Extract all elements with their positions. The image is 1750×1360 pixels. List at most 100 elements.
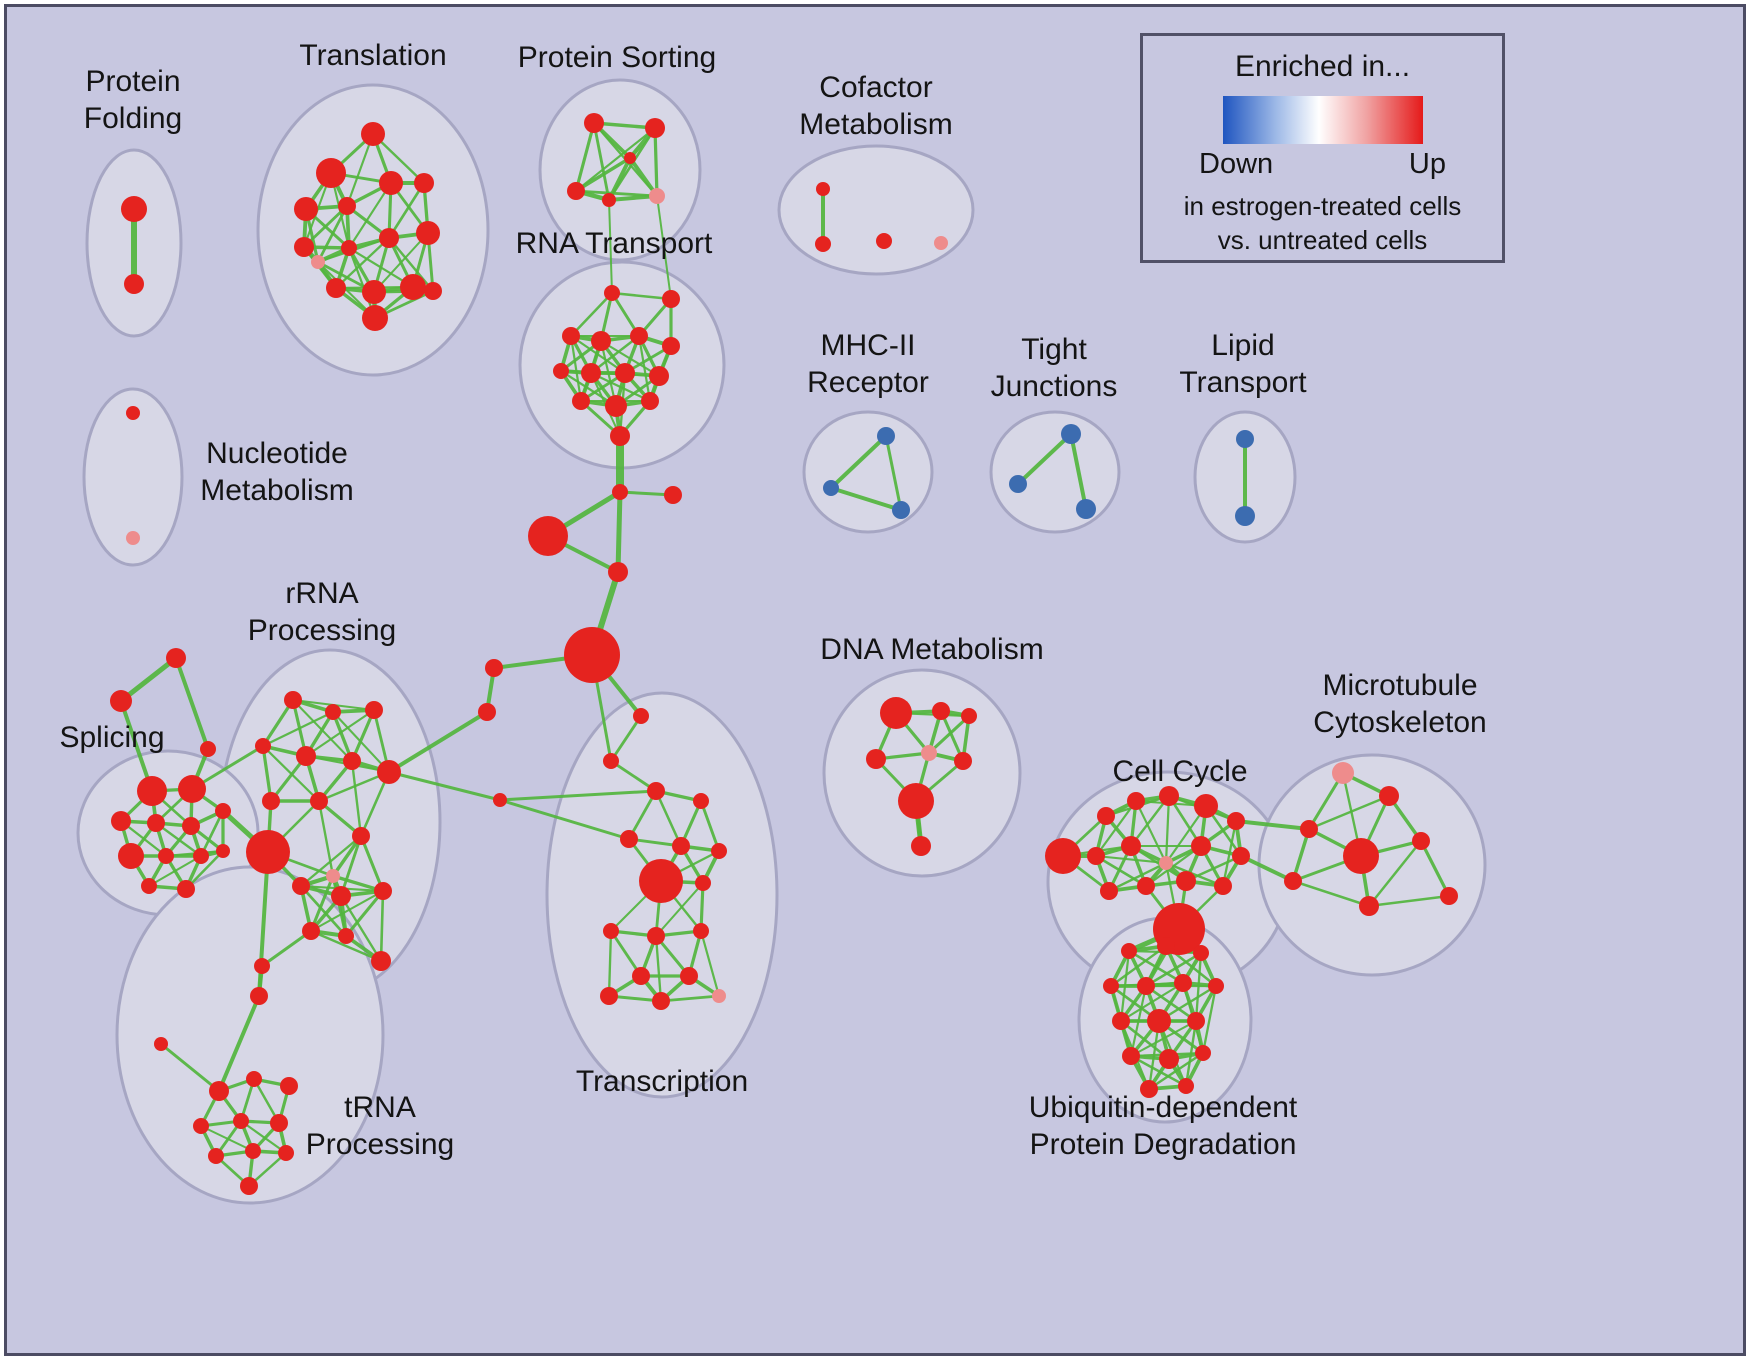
- network-node: [1100, 882, 1118, 900]
- network-node: [1235, 506, 1255, 526]
- network-edge: [609, 759, 658, 793]
- legend-scale-labels: Down Up: [1143, 148, 1502, 181]
- network-node: [954, 752, 972, 770]
- legend-up-label: Up: [1408, 148, 1446, 180]
- network-node: [1045, 838, 1081, 874]
- network-edge: [261, 710, 335, 748]
- legend-caption-line2: vs. untreated cells: [1217, 225, 1428, 256]
- network-node: [823, 480, 839, 496]
- cluster-ellipse-mhc-ii-receptor: [802, 410, 934, 534]
- network-node: [255, 738, 271, 754]
- network-node: [633, 708, 649, 724]
- network-edge: [1164, 794, 1171, 865]
- network-edge: [1094, 854, 1148, 888]
- network-edge: [659, 994, 721, 1003]
- network-node: [400, 274, 426, 300]
- network-node: [1127, 792, 1145, 810]
- network-node: [647, 927, 665, 945]
- network-node: [1176, 871, 1196, 891]
- network-edge: [372, 231, 430, 294]
- network-edge: [1129, 1019, 1198, 1058]
- network-node: [604, 285, 620, 301]
- network-node: [371, 951, 391, 971]
- network-edge: [498, 798, 631, 841]
- network-edge: [1164, 861, 1225, 888]
- network-node: [478, 703, 496, 721]
- network-node: [1193, 945, 1209, 961]
- network-node: [816, 182, 830, 196]
- network-node: [562, 327, 580, 345]
- network-node: [639, 859, 683, 903]
- network-node: [294, 197, 318, 221]
- network-edge: [1201, 984, 1218, 1055]
- network-edge: [1234, 819, 1311, 831]
- network-edge: [350, 708, 376, 763]
- network-edge: [1184, 854, 1243, 883]
- network-node: [154, 1037, 168, 1051]
- network-node: [591, 331, 611, 351]
- network-node: [209, 1081, 229, 1101]
- network-node: [572, 392, 590, 410]
- network-edge: [317, 770, 391, 803]
- network-node: [1195, 1045, 1211, 1061]
- network-node: [124, 274, 144, 294]
- network-node: [121, 196, 147, 222]
- cluster-ellipse-protein-sorting: [538, 78, 702, 262]
- network-node: [1137, 977, 1155, 995]
- network-node: [1194, 794, 1218, 818]
- network-node: [632, 967, 650, 985]
- network-edge: [1094, 799, 1138, 858]
- network-edge: [309, 889, 385, 933]
- network-node: [377, 760, 401, 784]
- network-edge: [699, 929, 721, 998]
- network-node: [1121, 943, 1137, 959]
- network-edge: [239, 1119, 288, 1155]
- network-node: [584, 113, 604, 133]
- network-node: [1159, 856, 1173, 870]
- network-edge: [119, 699, 154, 793]
- network-edge: [299, 834, 363, 888]
- network-node: [1121, 836, 1141, 856]
- network-node: [605, 395, 627, 417]
- network-node: [294, 237, 314, 257]
- network-edge: [637, 334, 652, 403]
- network-node: [649, 366, 669, 386]
- network-edge: [927, 714, 971, 755]
- network-edge: [498, 789, 658, 802]
- network-node: [664, 486, 682, 504]
- network-edge: [344, 889, 385, 938]
- network-node: [362, 280, 386, 304]
- network-edge: [159, 1042, 221, 1093]
- network-edge: [359, 834, 385, 893]
- network-edge: [387, 236, 435, 293]
- network-node: [111, 811, 131, 831]
- network-node: [567, 182, 585, 200]
- network-edge: [304, 708, 376, 758]
- network-node: [680, 967, 698, 985]
- network-node: [338, 197, 356, 215]
- network-node: [270, 1114, 288, 1132]
- network-node: [1284, 872, 1302, 890]
- network-node: [166, 648, 186, 668]
- network-node: [1208, 978, 1224, 994]
- network-edge: [317, 799, 363, 838]
- network-edge: [1129, 794, 1171, 848]
- network-node: [1157, 937, 1175, 955]
- network-node: [624, 152, 636, 164]
- legend-caption-line1: in estrogen-treated cells: [1183, 191, 1462, 221]
- network-node: [1379, 786, 1399, 806]
- network-node: [1191, 836, 1211, 856]
- network-edge: [339, 894, 383, 963]
- network-node: [147, 814, 165, 832]
- network-node: [866, 749, 886, 769]
- network-node: [292, 877, 310, 895]
- network-node: [932, 702, 950, 720]
- network-edge: [574, 189, 659, 198]
- network-node: [240, 1177, 258, 1195]
- network-node: [581, 363, 601, 383]
- network-edge: [1144, 951, 1203, 988]
- cluster-ellipse-trna-processing: [115, 865, 385, 1205]
- network-edge: [654, 934, 663, 1003]
- network-node: [600, 987, 618, 1005]
